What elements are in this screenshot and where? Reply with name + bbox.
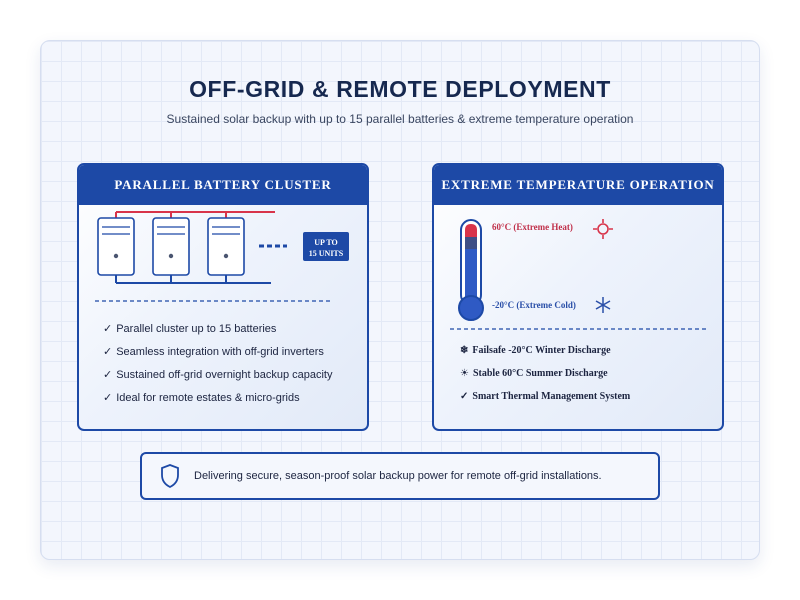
check-icon: ✓: [103, 369, 113, 381]
battery-unit-1: [97, 217, 135, 276]
cold-temperature-label: -20°C (Extreme Cold): [492, 300, 576, 310]
badge-line-2: 15 UNITS: [309, 249, 344, 258]
snowflake-icon: [595, 297, 611, 313]
positive-bus-line: [115, 211, 275, 218]
temperature-feature-3: ✓Smart Thermal Management System: [460, 391, 631, 402]
battery-feature-3: ✓Sustained off-grid overnight backup cap…: [103, 369, 333, 381]
temperature-card-title: EXTREME TEMPERATURE OPERATION: [434, 165, 722, 205]
negative-bus-line: [115, 275, 271, 284]
thermometer-icon: [458, 219, 484, 321]
check-icon: ✓: [103, 392, 113, 404]
page-subtitle: Sustained solar backup with up to 15 par…: [166, 112, 634, 126]
snowflake-icon: ❄: [460, 345, 469, 356]
battery-card-title: PARALLEL BATTERY CLUSTER: [79, 165, 367, 205]
battery-cluster-diagram: UP TO 15 UNITS: [95, 211, 349, 302]
battery-unit-3: [207, 217, 245, 276]
temperature-feature-1: ❄Failsafe -20°C Winter Discharge: [460, 345, 611, 356]
heat-target-icon: [593, 219, 613, 239]
battery-feature-4: ✓Ideal for remote estates & micro-grids: [103, 392, 300, 404]
badge-line-1: UP TO: [314, 238, 338, 247]
battery-feature-1: ✓Parallel cluster up to 15 batteries: [103, 323, 277, 335]
hot-temperature-label: 60°C (Extreme Heat): [492, 222, 573, 232]
temperature-feature-2: ☀Stable 60°C Summer Discharge: [460, 368, 608, 379]
sun-icon: ☀: [460, 368, 469, 379]
check-icon: ✓: [103, 323, 113, 335]
temperature-card: EXTREME TEMPERATURE OPERATION 60°C (Extr…: [432, 163, 724, 431]
units-badge: UP TO 15 UNITS: [303, 232, 349, 261]
battery-cluster-card: PARALLEL BATTERY CLUSTER UP TO: [77, 163, 369, 431]
temperature-divider: [450, 328, 706, 330]
check-icon: ✓: [460, 391, 469, 402]
shield-icon: [161, 464, 179, 489]
page-title: OFF-GRID & REMOTE DEPLOYMENT: [189, 76, 611, 102]
battery-unit-2: [152, 217, 190, 276]
footer-text: Delivering secure, season-proof solar ba…: [194, 470, 602, 482]
check-icon: ✓: [103, 346, 113, 358]
battery-feature-2: ✓Seamless integration with off-grid inve…: [103, 346, 324, 358]
footer-banner: Delivering secure, season-proof solar ba…: [140, 452, 660, 500]
